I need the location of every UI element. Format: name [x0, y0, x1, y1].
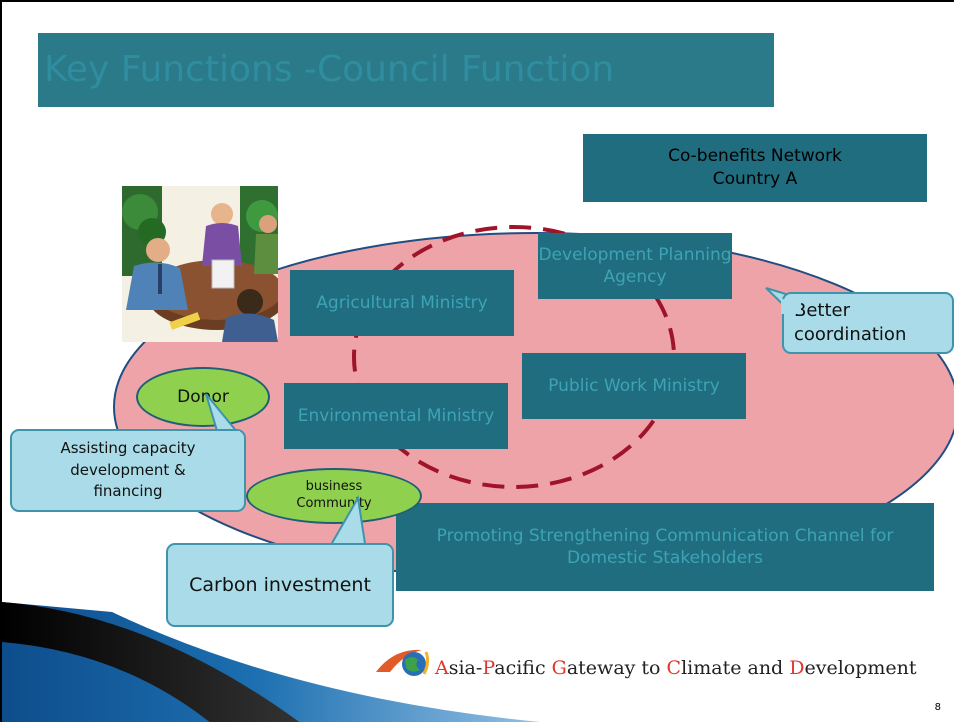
- globe-logo-icon: [376, 649, 430, 676]
- promoting-communication-box: Promoting Strengthening Communication Ch…: [396, 503, 934, 591]
- logo-letter-d: D: [789, 657, 805, 679]
- logo-part-acific: acific: [494, 657, 552, 679]
- logo-letter-c: C: [666, 657, 682, 679]
- business-line1: business: [305, 479, 363, 495]
- logo-letter-p: P: [482, 657, 495, 679]
- logo-part-ateway: ateway to: [566, 657, 667, 679]
- network-box: Co-benefits Network Country A: [583, 134, 927, 202]
- logo-part-evelopment: evelopment: [804, 657, 917, 679]
- agricultural-ministry-box: Agricultural Ministry: [290, 270, 514, 336]
- carbon-investment-callout: Carbon investment: [166, 543, 394, 627]
- slide-title: Key Functions -Council Function: [38, 33, 774, 107]
- environmental-ministry-box: Environmental Ministry: [284, 383, 508, 449]
- logo-part-limate: limate and: [681, 657, 790, 679]
- development-planning-agency-box: Development Planning Agency: [538, 233, 732, 299]
- donor-callout: Assisting capacity development & financi…: [10, 429, 246, 512]
- public-work-ministry-box: Public Work Ministry: [522, 353, 746, 419]
- donor-ellipse: Donor: [136, 367, 270, 427]
- meeting-illustration: [122, 186, 278, 342]
- logo-letter-g: G: [551, 657, 567, 679]
- coordination-callout: Better coordination: [782, 292, 954, 354]
- business-community-ellipse: business Community: [246, 468, 422, 524]
- network-line1: Co-benefits Network: [668, 146, 842, 167]
- network-line2: Country A: [712, 169, 798, 189]
- page-number: 8: [934, 702, 941, 713]
- logo-part-sia: sia-: [448, 657, 483, 679]
- logo-text: Asia-Pacific Gateway to Climate and Deve…: [435, 657, 917, 679]
- logo-letter-a: A: [435, 657, 449, 679]
